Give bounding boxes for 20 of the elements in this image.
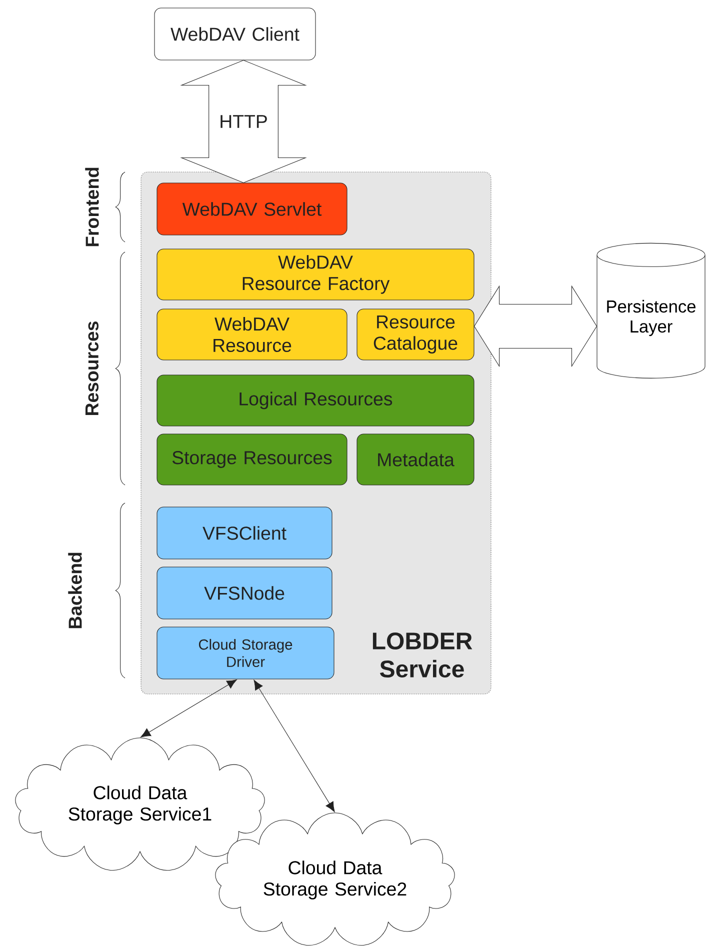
component-box: VFSClient [156, 506, 332, 560]
arrow [254, 680, 335, 812]
client-box: WebDAV Client [154, 8, 316, 60]
section-label: Resources [86, 322, 99, 415]
node-label: Cloud Data Storage Service2 [264, 860, 406, 900]
component-box: WebDAV Resource [156, 308, 348, 360]
arrow [140, 679, 237, 738]
component-box: Cloud Storage Driver [156, 626, 334, 680]
component-box: WebDAV Servlet [156, 182, 348, 236]
component-box: Metadata [356, 434, 474, 486]
section-label: Frontend [85, 168, 99, 246]
component-box: Resource Catalogue [356, 308, 474, 360]
section-label: Backend [68, 552, 82, 628]
component-box: VFSNode [156, 566, 332, 620]
component-box: Logical Resources [156, 374, 474, 426]
database-cylinder: Persistence Layer [596, 242, 706, 378]
block-arrow [180, 60, 307, 183]
component-box: WebDAV Resource Factory [156, 248, 474, 300]
edge-label: HTTP [218, 114, 270, 130]
component-box: Storage Resources [156, 434, 348, 486]
